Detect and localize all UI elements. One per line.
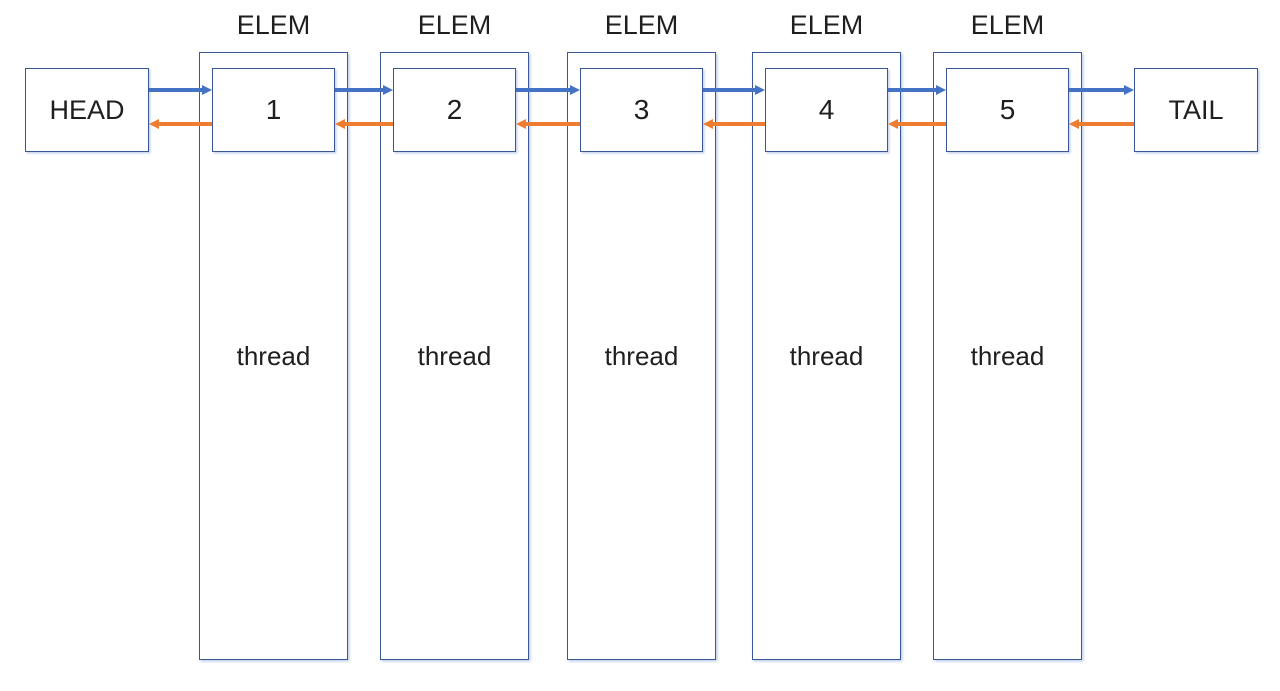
elem-title: ELEM xyxy=(789,10,864,40)
thread-box: thread xyxy=(380,52,529,660)
head-node: HEAD xyxy=(25,68,149,152)
thread-label: thread xyxy=(970,340,1045,371)
next-pointer-arrow xyxy=(516,85,580,95)
elem-title: ELEM xyxy=(970,10,1045,40)
thread-box: thread xyxy=(933,52,1082,660)
element-column-4: ELEM thread 4 xyxy=(752,0,901,691)
next-pointer-arrow xyxy=(888,85,946,95)
element-column-5: ELEM thread 5 xyxy=(933,0,1082,691)
prev-pointer-arrow xyxy=(1069,119,1134,129)
prev-pointer-arrow xyxy=(149,119,212,129)
thread-label: thread xyxy=(236,340,311,371)
next-pointer-arrow xyxy=(149,85,212,95)
elem-node: 3 xyxy=(580,68,703,152)
tail-node: TAIL xyxy=(1134,68,1258,152)
prev-pointer-arrow xyxy=(703,119,765,129)
elem-title: ELEM xyxy=(236,10,311,40)
element-column-2: ELEM thread 2 xyxy=(380,0,529,691)
element-column-1: ELEM thread 1 xyxy=(199,0,348,691)
thread-box: thread xyxy=(567,52,716,660)
next-pointer-arrow xyxy=(1069,85,1134,95)
thread-label: thread xyxy=(417,340,492,371)
elem-title: ELEM xyxy=(604,10,679,40)
prev-pointer-arrow xyxy=(516,119,580,129)
elem-node: 4 xyxy=(765,68,888,152)
elem-node: 5 xyxy=(946,68,1069,152)
thread-box: thread xyxy=(752,52,901,660)
prev-pointer-arrow xyxy=(335,119,393,129)
thread-label: thread xyxy=(789,340,864,371)
prev-pointer-arrow xyxy=(888,119,946,129)
next-pointer-arrow xyxy=(335,85,393,95)
elem-node: 1 xyxy=(212,68,335,152)
elem-node: 2 xyxy=(393,68,516,152)
thread-label: thread xyxy=(604,340,679,371)
thread-box: thread xyxy=(199,52,348,660)
element-column-3: ELEM thread 3 xyxy=(567,0,716,691)
next-pointer-arrow xyxy=(703,85,765,95)
elem-title: ELEM xyxy=(417,10,492,40)
